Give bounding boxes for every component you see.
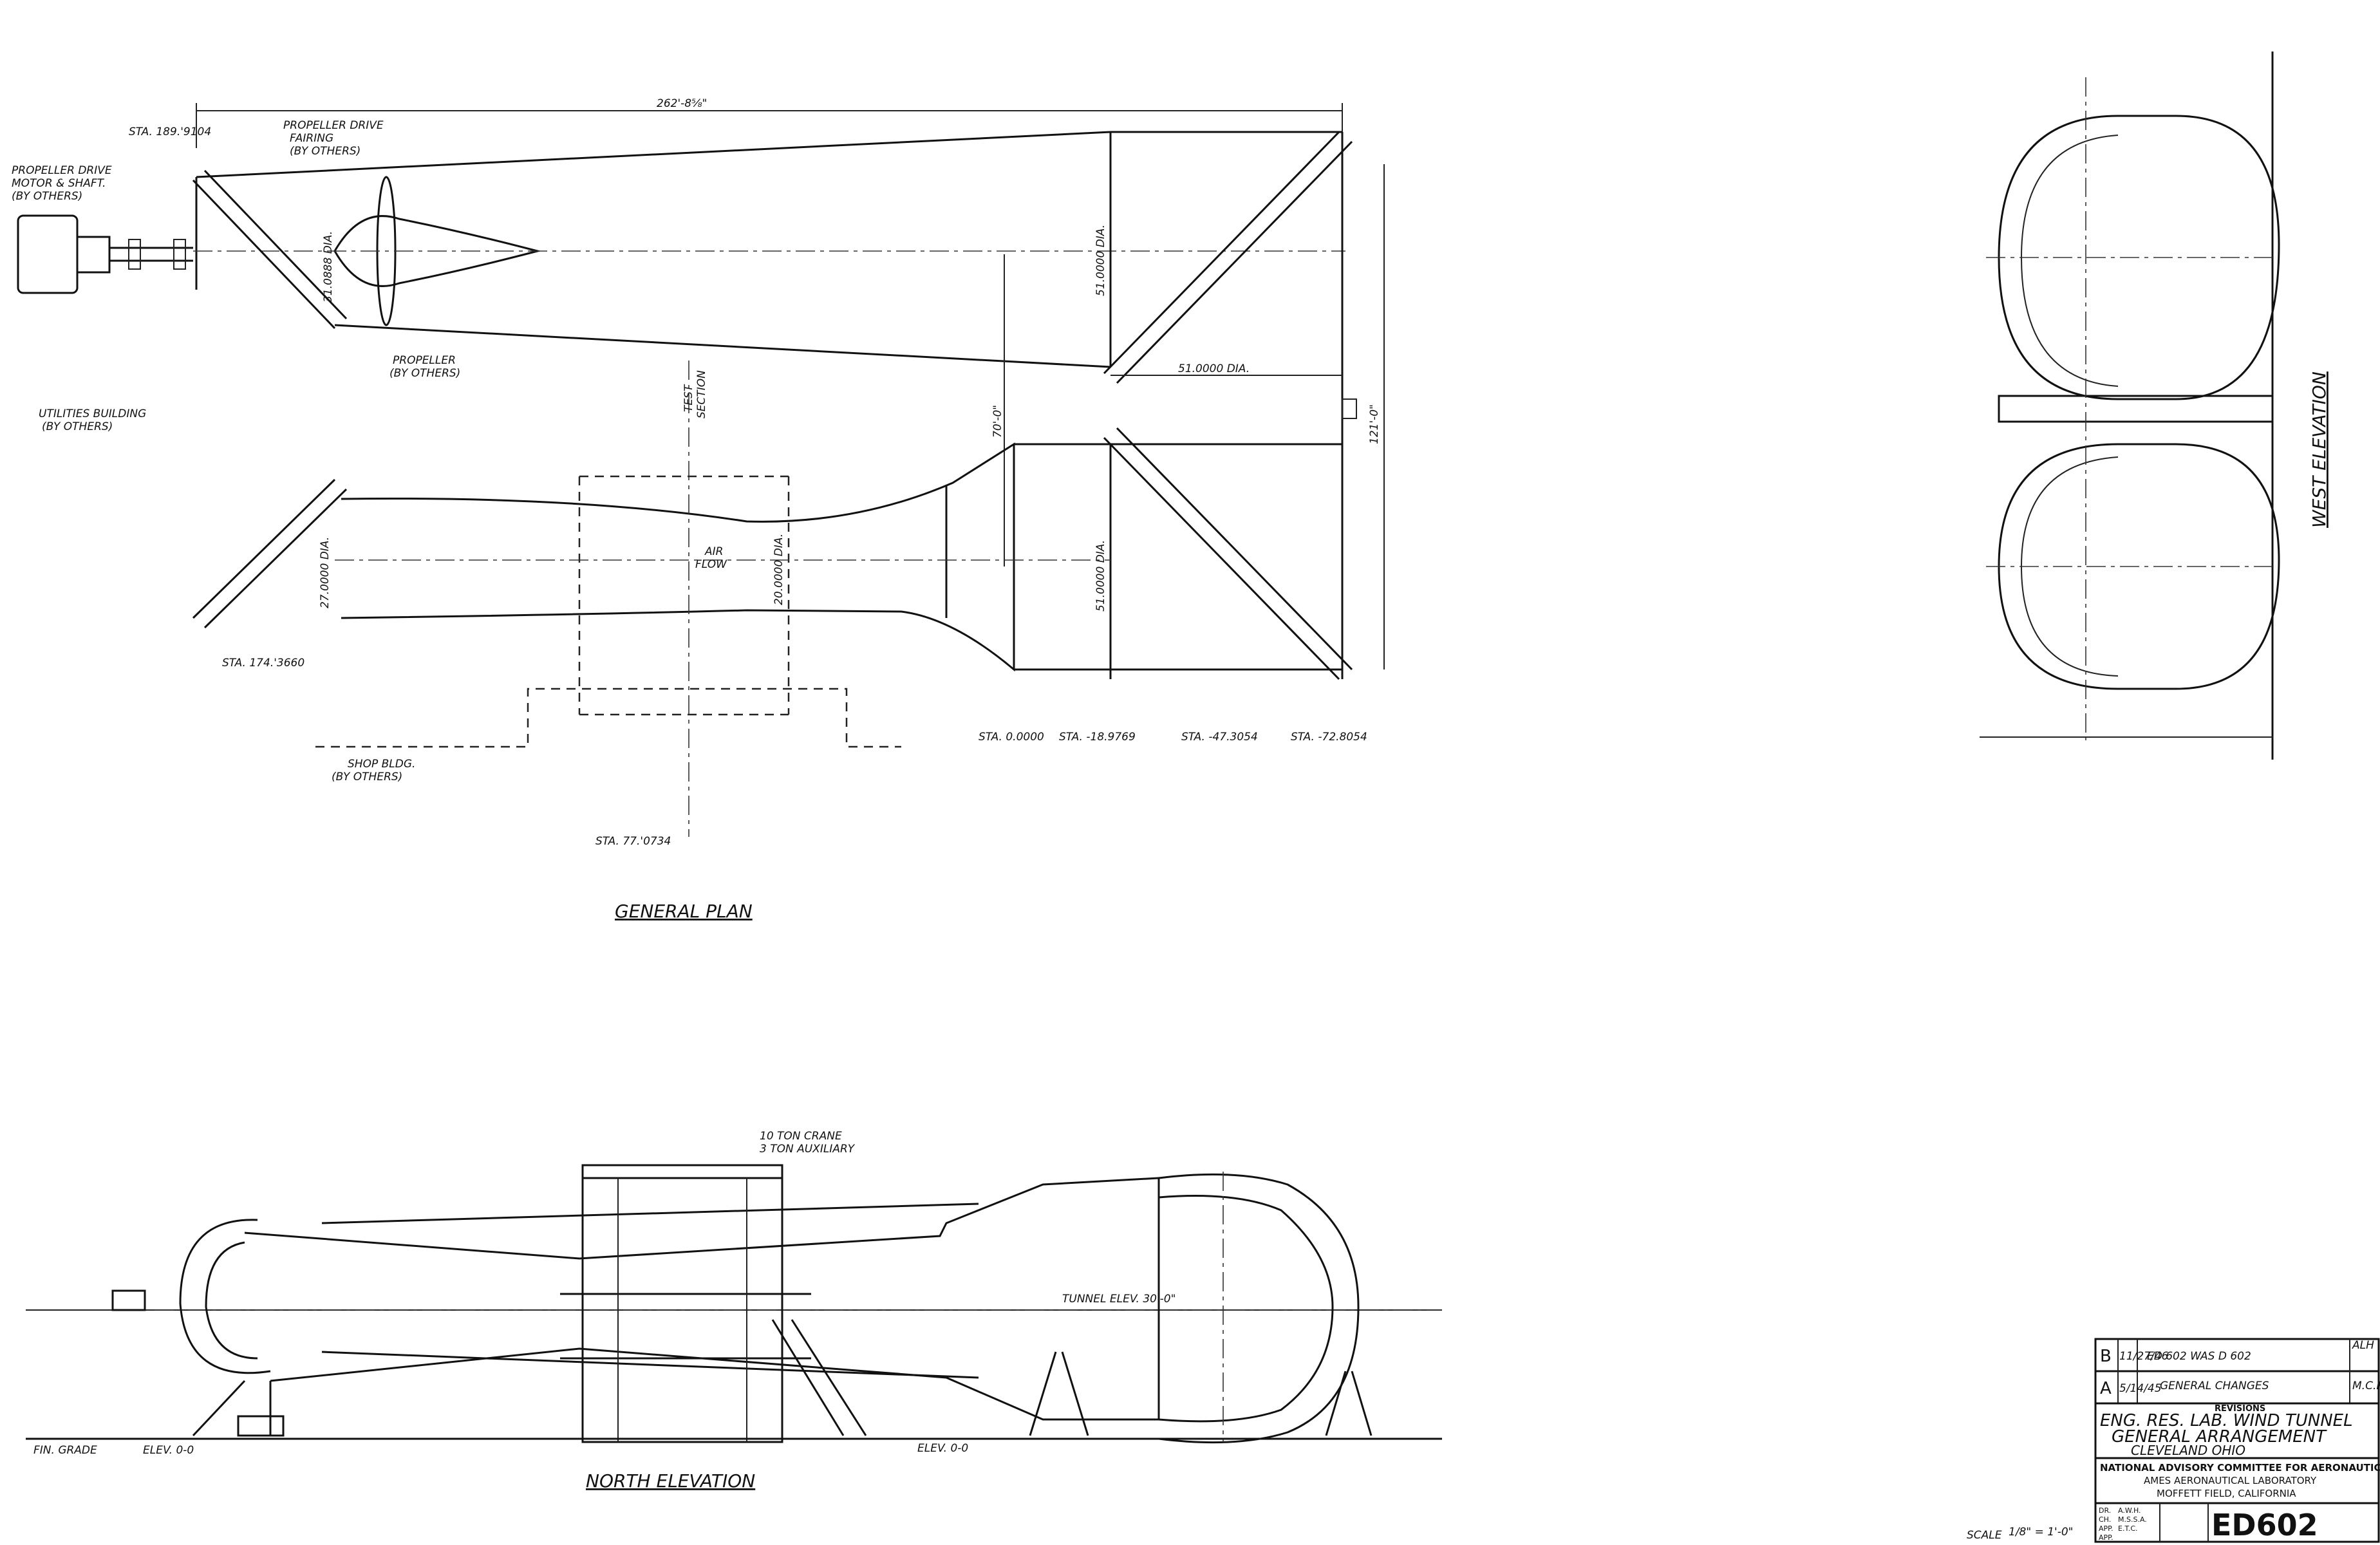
west-elevation-title: WEST ELEVATION <box>2309 371 2330 528</box>
propeller-label-1: PROPELLER <box>393 354 456 367</box>
north-elevation: 10 TON CRANE 3 TON AUXILIARY TUNNEL ELEV… <box>26 1130 1442 1492</box>
sta-174-label: STA. 174.'3660 <box>222 657 305 670</box>
motor-label-2: MOTOR & SHAFT. <box>12 177 106 190</box>
fin-grade-label: FIN. GRADE <box>33 1444 97 1457</box>
west-elevation: WEST ELEVATION <box>1980 52 2330 760</box>
revisions-heading: REVISIONS <box>2215 1404 2265 1414</box>
sign-role-3: APP. <box>2099 1524 2113 1533</box>
elev-right-label: ELEV. 0-0 <box>917 1442 968 1455</box>
motor-label-1: PROPELLER DRIVE <box>12 164 112 177</box>
sign-name-1: A.W.H. <box>2118 1506 2141 1515</box>
turning-vanes <box>192 131 1353 680</box>
test-section-label-1: TEST <box>682 384 695 412</box>
title-line-3: CLEVELAND OHIO <box>2131 1443 2245 1458</box>
fairing-label-2: FAIRING <box>290 132 333 145</box>
sta-72-label: STA. -72.8054 <box>1291 731 1367 744</box>
sign-role-1: DR. <box>2099 1506 2111 1515</box>
general-plan: 262'-8⅝" STA. 189.'9104 PROPELLER DRIVE … <box>12 97 1385 922</box>
title-lab: AMES AERONAUTICAL LABORATORY <box>2144 1475 2317 1486</box>
dia-51-top: 51.0000 DIA. <box>1094 225 1107 296</box>
air-flow-label-2: FLOW <box>695 558 727 571</box>
sta-47-label: STA. -47.3054 <box>1181 731 1258 744</box>
propeller-fairing <box>193 176 1345 326</box>
dia-51-mid: 51.0000 DIA. <box>1178 362 1250 375</box>
rev-a-date: 5/14/45 <box>2119 1382 2162 1395</box>
scale-value: 1/8" = 1'-0" <box>2009 1526 2074 1539</box>
dia-51-bot: 51.0000 DIA. <box>1094 540 1107 612</box>
rev-b-desc: ED 602 WAS D 602 <box>2147 1350 2251 1363</box>
air-flow-label-1: AIR <box>704 545 723 558</box>
sign-role-2: CH. <box>2099 1515 2111 1524</box>
fairing-label-1: PROPELLER DRIVE <box>283 119 384 132</box>
overall-dimension: 262'-8⅝" <box>657 97 707 110</box>
shop-label-1: SHOP BLDG. <box>348 758 415 771</box>
sign-name-3: E.T.C. <box>2118 1524 2138 1533</box>
propeller-dia: 31.0888 DIA. <box>322 231 335 303</box>
title-org: NATIONAL ADVISORY COMMITTEE FOR AERONAUT… <box>2100 1462 2380 1474</box>
elev-left-label: ELEV. 0-0 <box>143 1444 194 1457</box>
test-section <box>335 360 1110 837</box>
propeller-drive-motor <box>17 214 193 294</box>
tunnel-elev-label: TUNNEL ELEV. 30'-0" <box>1062 1293 1176 1306</box>
title-line-1: ENG. RES. LAB. WIND TUNNEL <box>2100 1411 2353 1430</box>
dim-121: 121'-0" <box>1368 404 1381 444</box>
title-place: MOFFETT FIELD, CALIFORNIA <box>2157 1488 2296 1499</box>
sign-name-2: M.S.S.A. <box>2118 1515 2147 1524</box>
dia-27: 27.0000 DIA. <box>319 537 332 608</box>
shop-label-2: (BY OTHERS) <box>332 771 402 783</box>
rev-a-initials: M.C.M. <box>2352 1380 2380 1392</box>
test-section-label-2: SECTION <box>695 370 708 418</box>
utilities-label-1: UTILITIES BUILDING <box>39 407 146 420</box>
sta-189-label: STA. 189.'9104 <box>129 126 211 138</box>
drawing-number: ED602 <box>2211 1508 2318 1542</box>
scale-label: SCALE <box>1967 1529 2002 1542</box>
rev-a-letter: A <box>2100 1379 2112 1398</box>
motor-label-3: (BY OTHERS) <box>12 190 82 203</box>
propeller-label-2: (BY OTHERS) <box>389 367 460 380</box>
crane-label-2: 3 TON AUXILIARY <box>760 1143 856 1156</box>
crane-label-1: 10 TON CRANE <box>760 1130 842 1143</box>
general-plan-title: GENERAL PLAN <box>615 901 753 922</box>
rev-b-date: 11/27/46 <box>2119 1350 2169 1363</box>
utilities-label-2: (BY OTHERS) <box>42 420 113 433</box>
rev-a-desc: GENERAL CHANGES <box>2160 1380 2269 1392</box>
title-block: ENG. RES. LAB. WIND TUNNEL GENERAL ARRAN… <box>1967 1402 2380 1543</box>
sign-role-4: APP. <box>2099 1533 2113 1542</box>
sta-18-label: STA. -18.9769 <box>1059 731 1136 744</box>
revision-block: B 11/27/46 ED 602 WAS D 602 ALH A 5/14/4… <box>2094 1338 2380 1414</box>
fairing-label-3: (BY OTHERS) <box>290 145 361 158</box>
rev-b-initials: ALH <box>2352 1339 2374 1352</box>
rev-b-letter: B <box>2100 1347 2112 1366</box>
dim-70: 70'-0" <box>991 405 1004 438</box>
title-line-2: GENERAL ARRANGEMENT <box>2112 1427 2327 1447</box>
north-elevation-title: NORTH ELEVATION <box>586 1470 755 1492</box>
sta-0-label: STA. 0.0000 <box>979 731 1044 744</box>
dia-20: 20.0000 DIA. <box>773 534 785 605</box>
sta-77-label: STA. 77.'0734 <box>595 835 671 848</box>
